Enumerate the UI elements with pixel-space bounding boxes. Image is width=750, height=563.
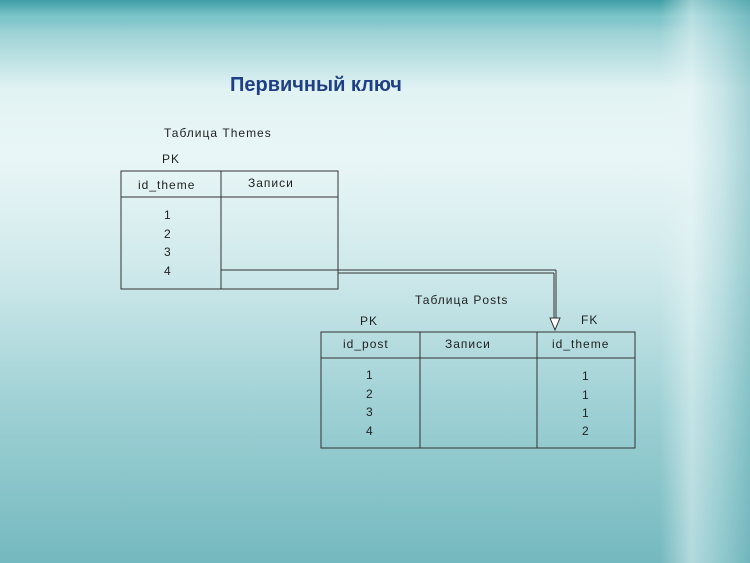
posts-id-theme-2: 1 xyxy=(582,388,590,402)
posts-id-post-1: 1 xyxy=(366,368,374,382)
themes-id-1: 1 xyxy=(164,208,172,222)
slide-title: Первичный ключ xyxy=(230,74,402,96)
themes-id-3: 3 xyxy=(164,245,172,259)
right-gradient-band xyxy=(660,0,750,563)
posts-id-post-2: 2 xyxy=(366,387,374,401)
posts-table-caption: Таблица Posts xyxy=(415,293,509,307)
posts-id-theme-1: 1 xyxy=(582,369,590,383)
posts-col-records: Записи xyxy=(445,337,491,351)
posts-pk-label: PK xyxy=(360,314,379,328)
posts-fk-label: FK xyxy=(581,313,599,327)
themes-id-4: 4 xyxy=(164,264,172,278)
themes-table-caption: Таблица Themes xyxy=(164,126,272,140)
themes-table xyxy=(120,170,339,290)
fk-connector-arrow xyxy=(338,269,561,332)
themes-pk-label: PK xyxy=(162,152,181,166)
posts-id-theme-4: 2 xyxy=(582,424,590,438)
themes-col-id-theme: id_theme xyxy=(138,178,196,192)
top-gradient-band xyxy=(0,0,750,28)
posts-table xyxy=(320,331,636,449)
posts-id-theme-3: 1 xyxy=(582,406,590,420)
posts-col-id-theme: id_theme xyxy=(552,337,610,351)
themes-id-2: 2 xyxy=(164,227,172,241)
themes-col-records: Записи xyxy=(248,176,294,190)
posts-id-post-4: 4 xyxy=(366,424,374,438)
posts-col-id-post: id_post xyxy=(343,337,389,351)
posts-id-post-3: 3 xyxy=(366,405,374,419)
